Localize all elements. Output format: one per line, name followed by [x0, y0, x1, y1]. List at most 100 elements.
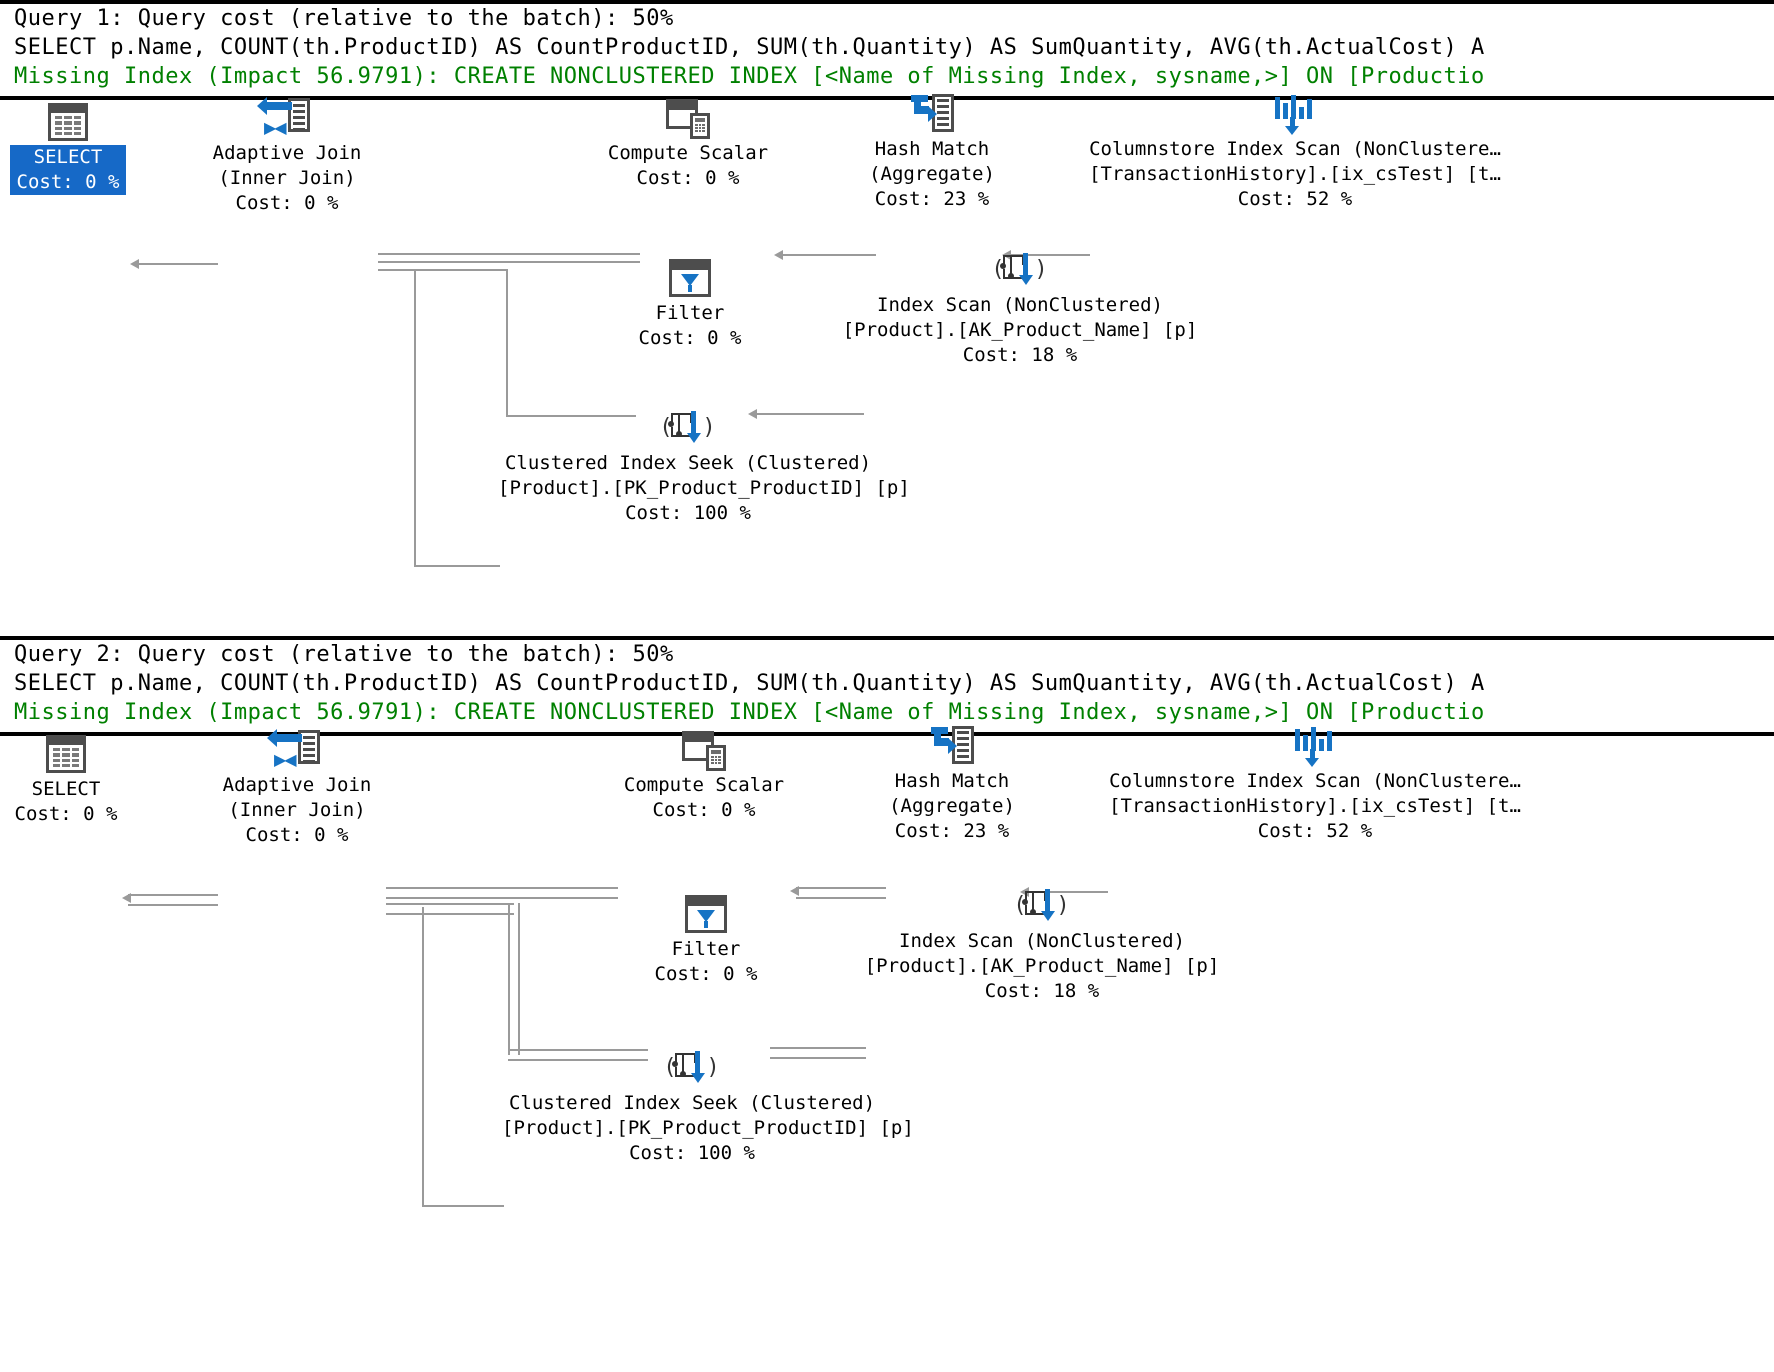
node-label: Hash Match	[894, 770, 1010, 792]
plan-canvas-1[interactable]: SELECT Cost: 0 % ▶◀ Adaptive Join (Inner…	[0, 91, 1774, 631]
arrowhead-computescalar	[790, 886, 799, 896]
node-select[interactable]: SELECT Cost: 0 %	[10, 99, 126, 195]
node-select[interactable]: SELECT Cost: 0 %	[8, 731, 124, 827]
query-cost-line: Query 1: Query cost (relative to the bat…	[14, 6, 674, 31]
pane-header-divider	[0, 96, 1774, 100]
grid-icon	[8, 731, 124, 777]
connector-hashmatch-columnstore	[1008, 254, 1090, 256]
clustered-index-seek-icon: ()	[502, 1045, 882, 1091]
filter-icon	[612, 255, 768, 301]
query-2-header: Query 2: Query cost (relative to the bat…	[0, 636, 1774, 727]
node-sublabel: [Product].[PK_Product_ProductID] [p]	[502, 1117, 914, 1139]
query-1-header: Query 1: Query cost (relative to the bat…	[0, 0, 1774, 91]
grid-icon	[10, 99, 126, 145]
connector-filter-horizontal	[506, 415, 636, 417]
connector-computescalar-hashmatch	[780, 254, 876, 256]
execution-plan-pane-2[interactable]: Query 2: Query cost (relative to the bat…	[0, 636, 1774, 1372]
connector-filter-indexscan	[770, 1047, 866, 1059]
index-scan-icon: ()	[830, 247, 1210, 293]
node-index-scan[interactable]: () Index Scan (NonClustered) [Product].[…	[852, 883, 1232, 1004]
node-label: Columnstore Index Scan (NonClustere…	[1089, 138, 1501, 160]
hash-match-icon	[868, 723, 1036, 769]
connector-adaptivejoin-branch	[378, 269, 508, 271]
compute-scalar-icon	[592, 95, 784, 141]
arrowhead-computescalar	[774, 250, 783, 260]
node-cost: Cost: 52 %	[1257, 820, 1373, 842]
node-compute-scalar[interactable]: Compute Scalar Cost: 0 %	[592, 95, 784, 191]
node-sublabel: (Inner Join)	[228, 799, 366, 821]
connector-select-adaptivejoin	[128, 894, 218, 906]
query-cost-line: Query 2: Query cost (relative to the bat…	[14, 642, 674, 667]
connector-filter-indexscan	[754, 413, 864, 415]
compute-scalar-icon	[608, 727, 800, 773]
pane-header-divider	[0, 732, 1774, 736]
node-label: Filter	[655, 302, 725, 324]
node-filter[interactable]: Filter Cost: 0 %	[612, 255, 768, 351]
node-cost: Cost: 0 %	[245, 824, 349, 846]
execution-plan-pane-1[interactable]: Query 1: Query cost (relative to the bat…	[0, 0, 1774, 636]
adaptive-join-icon: ▶◀	[186, 95, 388, 141]
node-label: Clustered Index Seek (Clustered)	[508, 1092, 876, 1114]
node-compute-scalar[interactable]: Compute Scalar Cost: 0 %	[608, 727, 800, 823]
connector-adaptivejoin-filter-vertical	[506, 269, 508, 417]
node-label: Index Scan (NonClustered)	[899, 930, 1185, 952]
connector-select-adaptivejoin	[136, 263, 218, 265]
node-filter[interactable]: Filter Cost: 0 %	[628, 891, 784, 987]
connector-seek-horizontal	[422, 1205, 504, 1207]
node-cost: Cost: 18 %	[984, 980, 1100, 1002]
node-adaptive-join[interactable]: ▶◀ Adaptive Join (Inner Join) Cost: 0 %	[186, 95, 388, 216]
missing-index-line: Missing Index (Impact 56.9791): CREATE N…	[14, 700, 1485, 725]
node-label: Filter	[671, 938, 741, 960]
columnstore-index-scan-icon	[1100, 723, 1530, 769]
connector-adaptivejoin-filter-vertical	[508, 903, 520, 1055]
columnstore-index-scan-icon	[1080, 91, 1510, 137]
node-index-scan[interactable]: () Index Scan (NonClustered) [Product].[…	[830, 247, 1210, 368]
plan-canvas-2[interactable]: SELECT Cost: 0 % ▶◀ Adaptive Join (Inner…	[0, 726, 1774, 1367]
connector-adaptivejoin-computescalar-a	[378, 253, 640, 255]
node-label: SELECT	[31, 778, 101, 800]
node-hash-match[interactable]: Hash Match (Aggregate) Cost: 23 %	[868, 723, 1036, 844]
connector-adaptivejoin-computescalar	[386, 887, 618, 899]
query-sql-line: SELECT p.Name, COUNT(th.ProductID) AS Co…	[14, 35, 1485, 60]
node-cost: Cost: 0 %	[636, 167, 740, 189]
adaptive-join-icon: ▶◀	[196, 727, 398, 773]
node-adaptive-join[interactable]: ▶◀ Adaptive Join (Inner Join) Cost: 0 %	[196, 727, 398, 848]
node-sublabel: [TransactionHistory].[ix_csTest] [t…	[1089, 163, 1501, 185]
node-columnstore-index-scan[interactable]: Columnstore Index Scan (NonClustere… [Tr…	[1080, 91, 1510, 212]
node-label: Index Scan (NonClustered)	[877, 294, 1163, 316]
connector-adaptivejoin-seek-vertical	[422, 907, 424, 1207]
node-cost: Cost: 0 %	[654, 963, 758, 985]
node-label: Adaptive Join	[222, 774, 372, 796]
connector-seek-horizontal	[414, 565, 500, 567]
node-cost: Cost: 0 %	[235, 192, 339, 214]
node-cost: Cost: 23 %	[894, 820, 1010, 842]
node-cost: Cost: 100 %	[629, 1142, 755, 1164]
pane-top-divider	[0, 636, 1774, 640]
node-columnstore-index-scan[interactable]: Columnstore Index Scan (NonClustere… [Tr…	[1100, 723, 1530, 844]
clustered-index-seek-icon: ()	[498, 405, 878, 451]
connector-hashmatch-columnstore	[1026, 891, 1108, 893]
node-sublabel: [TransactionHistory].[ix_csTest] [t…	[1109, 795, 1521, 817]
node-cost: Cost: 0 %	[14, 803, 118, 825]
node-cost: Cost: 0 %	[638, 327, 742, 349]
node-hash-match[interactable]: Hash Match (Aggregate) Cost: 23 %	[848, 91, 1016, 212]
node-label: Clustered Index Seek (Clustered)	[504, 452, 872, 474]
node-label: Compute Scalar	[607, 142, 769, 164]
node-cost: Cost: 0 %	[652, 799, 756, 821]
node-label: SELECT	[10, 145, 126, 170]
node-sublabel: [Product].[AK_Product_Name] [p]	[842, 319, 1198, 341]
node-sublabel: (Inner Join)	[218, 167, 356, 189]
node-label: Hash Match	[874, 138, 990, 160]
node-cost: Cost: 23 %	[874, 188, 990, 210]
node-clustered-index-seek[interactable]: () Clustered Index Seek (Clustered) [Pro…	[502, 1045, 914, 1166]
filter-icon	[628, 891, 784, 937]
connector-computescalar-hashmatch	[796, 887, 886, 899]
node-cost: Cost: 0 %	[10, 170, 126, 195]
node-cost: Cost: 52 %	[1237, 188, 1353, 210]
arrowhead-hashmatch	[1020, 887, 1029, 897]
node-clustered-index-seek[interactable]: () Clustered Index Seek (Clustered) [Pro…	[498, 405, 910, 526]
arrowhead-select	[130, 259, 139, 269]
node-cost: Cost: 100 %	[625, 502, 751, 524]
node-label: Columnstore Index Scan (NonClustere…	[1109, 770, 1521, 792]
connector-adaptivejoin-branch	[386, 903, 514, 915]
